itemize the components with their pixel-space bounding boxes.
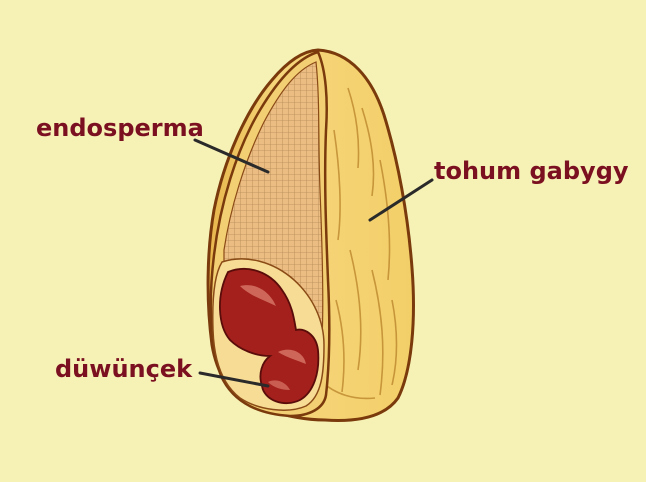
endosperm-label: endosperma (36, 114, 204, 142)
embryo-pointer (198, 371, 270, 388)
embryo (219, 268, 320, 405)
embryo-highlight (268, 380, 290, 390)
embryo-highlight (278, 349, 306, 364)
seed-coat-pointer (368, 178, 434, 222)
seed-coat-label: tohum gabygy (434, 157, 629, 185)
endosperm-pointer (193, 138, 270, 174)
embryo-label: düwünçek (55, 355, 193, 383)
seed-coat-wrinkles (319, 87, 398, 400)
embryo-highlight (240, 285, 276, 306)
